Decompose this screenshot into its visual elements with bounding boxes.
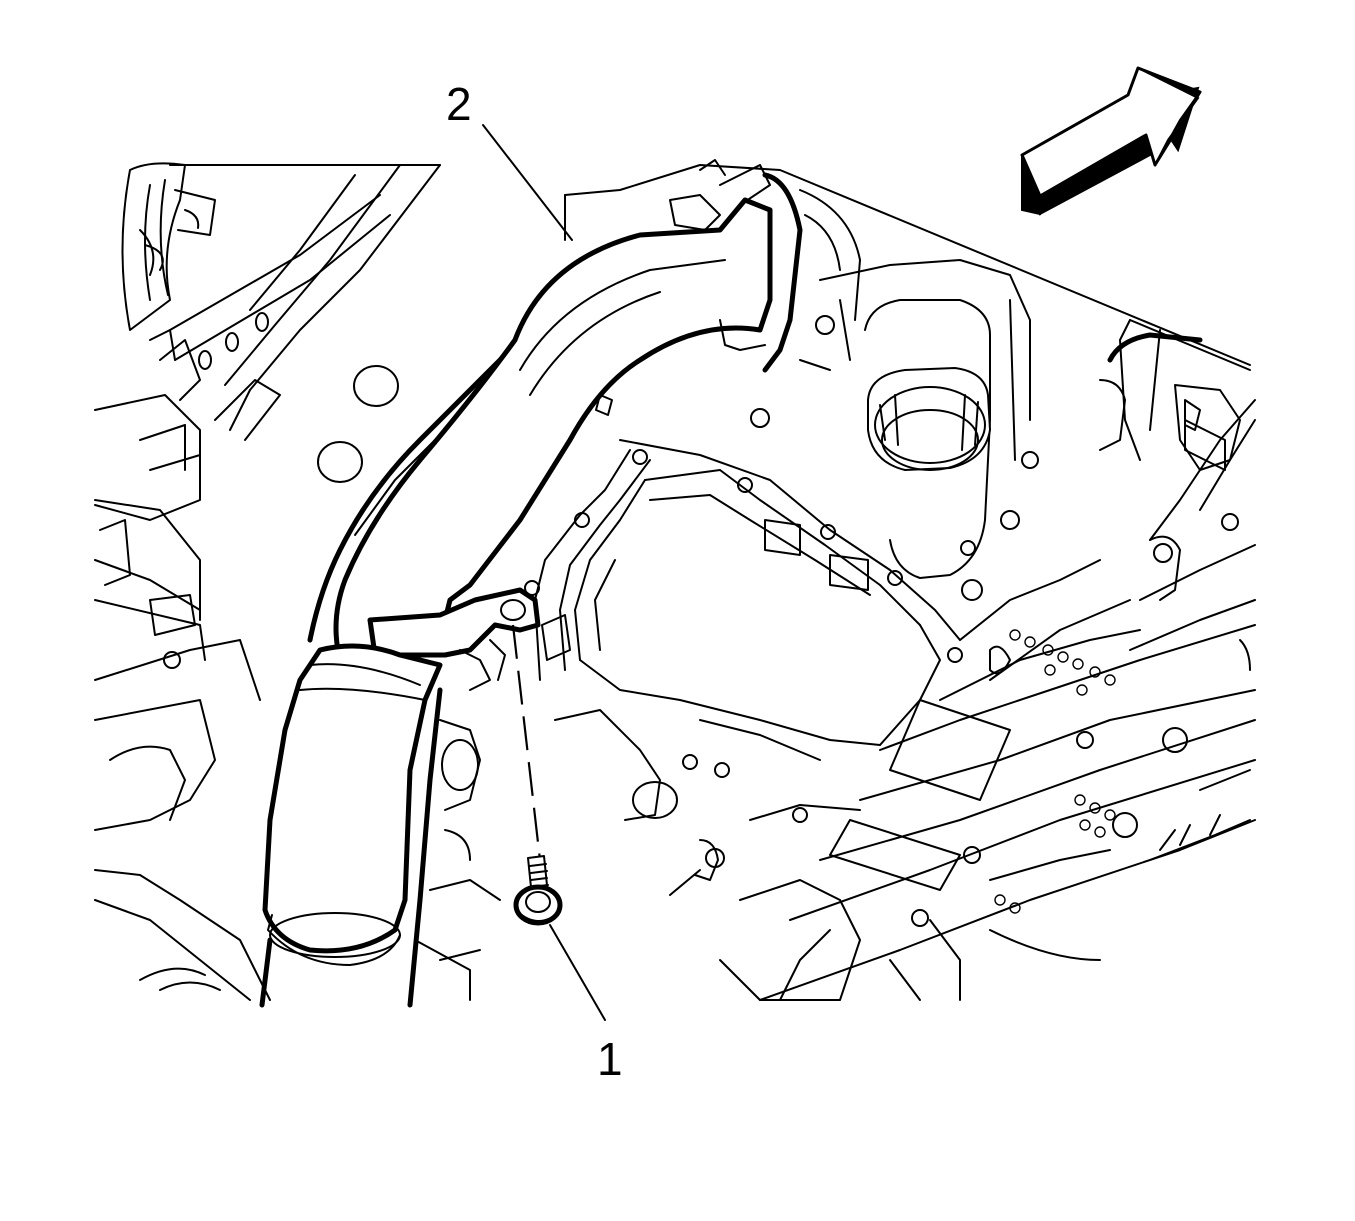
callout-2: 2 bbox=[446, 78, 573, 241]
pan-bolts bbox=[524, 408, 1020, 927]
left-frame-structure bbox=[94, 162, 526, 1001]
callout-2-leader bbox=[482, 124, 573, 241]
callout-1: 1 bbox=[549, 924, 623, 1085]
callout-2-label: 2 bbox=[446, 78, 472, 130]
exhaust-pipe bbox=[259, 159, 861, 1008]
bolt bbox=[511, 624, 563, 926]
oil-filter bbox=[819, 259, 1039, 579]
pulley bbox=[121, 162, 216, 331]
right-structure bbox=[759, 319, 1256, 1001]
lower-structure bbox=[554, 709, 961, 1001]
bolt-cluster bbox=[961, 579, 1188, 914]
direction-arrow-icon bbox=[1020, 66, 1202, 216]
callout-1-leader bbox=[549, 924, 606, 1021]
bolt-install-line bbox=[511, 624, 542, 861]
callout-1-label: 1 bbox=[597, 1033, 623, 1085]
